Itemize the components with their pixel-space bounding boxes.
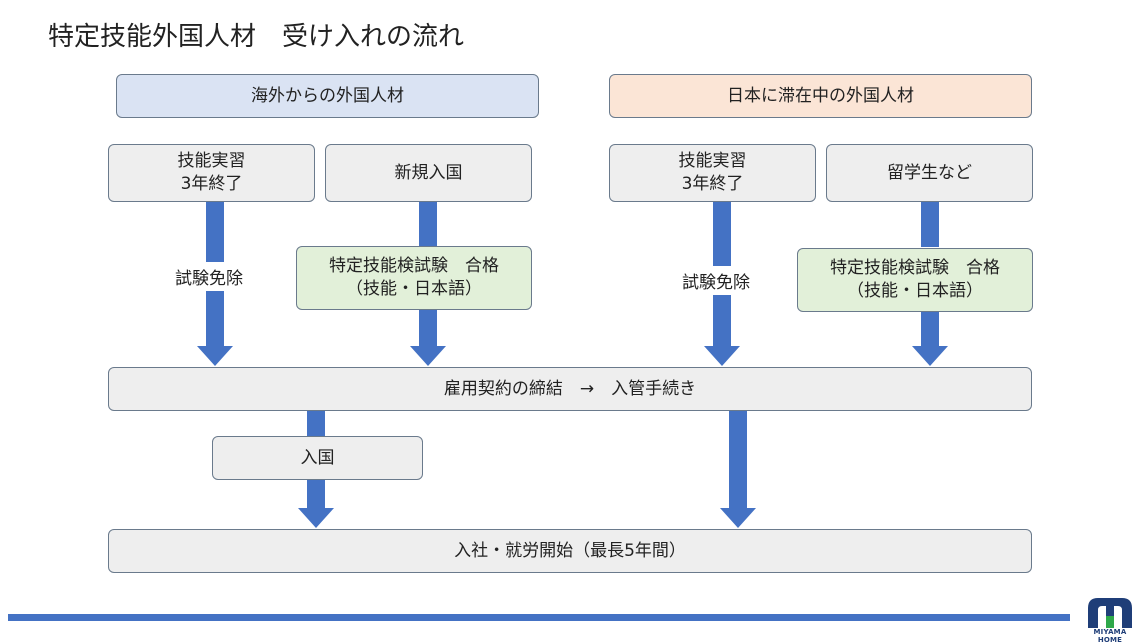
box-overseas-trainee: 技能実習 3年終了 (108, 144, 315, 202)
arrow-overseas-trainee-head (197, 346, 233, 366)
box-domestic-trainee: 技能実習 3年終了 (609, 144, 816, 202)
arrow-domestic-trainee-head (704, 346, 740, 366)
header-domestic: 日本に滞在中の外国人材 (609, 74, 1032, 118)
box-contract: 雇用契約の締結 → 入管手続き (108, 367, 1032, 411)
arrow-contract-entry-shaft (307, 410, 325, 437)
arrow-exam-domestic-head (912, 346, 948, 366)
arrow-contract-employment-shaft (729, 410, 747, 509)
arrow-exam-domestic-shaft (921, 310, 939, 347)
arrow-contract-employment-head (720, 508, 756, 528)
arrow-entry-employment-head (298, 508, 334, 528)
box-employment: 入社・就労開始（最長5年間） (108, 529, 1032, 573)
arrow-exam-overseas-head (410, 346, 446, 366)
box-students: 留学生など (826, 144, 1033, 202)
arrow-entry-employment-shaft (307, 479, 325, 509)
footer-bar (8, 614, 1070, 621)
box-new-entry: 新規入国 (325, 144, 532, 202)
box-entry: 入国 (212, 436, 423, 480)
page-title: 特定技能外国人材 受け入れの流れ (48, 22, 465, 52)
logo-text: MIYAMA HOME (1093, 628, 1127, 644)
header-overseas: 海外からの外国人材 (116, 74, 539, 118)
arrow-new-entry-shaft (419, 201, 437, 246)
box-exam-overseas: 特定技能検試験 合格 （技能・日本語） (296, 246, 532, 310)
label-exam-exempt-domestic: 試験免除 (678, 266, 754, 295)
arrow-students-shaft (921, 201, 939, 247)
miyama-home-logo-icon (1088, 598, 1132, 628)
box-exam-domestic: 特定技能検試験 合格 （技能・日本語） (797, 248, 1033, 312)
arrow-exam-overseas-shaft (419, 309, 437, 347)
label-exam-exempt-overseas: 試験免除 (171, 262, 247, 291)
